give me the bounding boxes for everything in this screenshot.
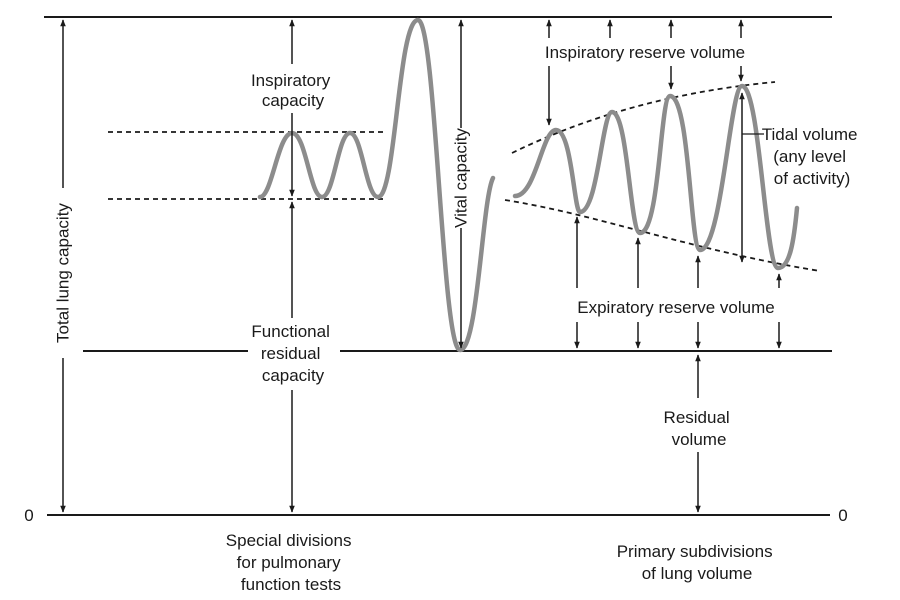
total-lung-capacity-label-bg — [53, 188, 73, 358]
inspiratory-capacity-label: Inspiratory capacity — [251, 71, 335, 110]
graded-activity-trace — [512, 83, 800, 271]
tidal-volume-label: Tidal volume (any level of activity) — [762, 125, 862, 188]
primary-subdivisions-caption: Primary subdivisions of lung volume — [617, 542, 778, 583]
frc-label-bg — [248, 320, 340, 388]
total-lung-capacity-label: Total lung capacity — [54, 203, 73, 343]
tidal-breathing-trace — [257, 130, 381, 200]
residual-volume-label: Residual volume — [664, 408, 735, 449]
left-zero-label: 0 — [24, 506, 33, 525]
inspiratory-envelope-dashed-curve — [511, 81, 776, 154]
expiratory-envelope-dashed-curve — [504, 199, 821, 272]
functional-residual-capacity-label: Functional residual capacity — [251, 322, 334, 385]
vital-capacity-trace — [375, 17, 496, 353]
special-divisions-caption: Special divisions for pulmonary function… — [226, 531, 356, 594]
inspiratory-reserve-volume-label: Inspiratory reserve volume — [545, 43, 745, 62]
vital-capacity-label-bg — [451, 128, 471, 228]
expiratory-reserve-volume-label: Expiratory reserve volume — [577, 298, 774, 317]
vital-capacity-label: Vital capacity — [452, 128, 471, 228]
right-zero-label: 0 — [838, 506, 847, 525]
